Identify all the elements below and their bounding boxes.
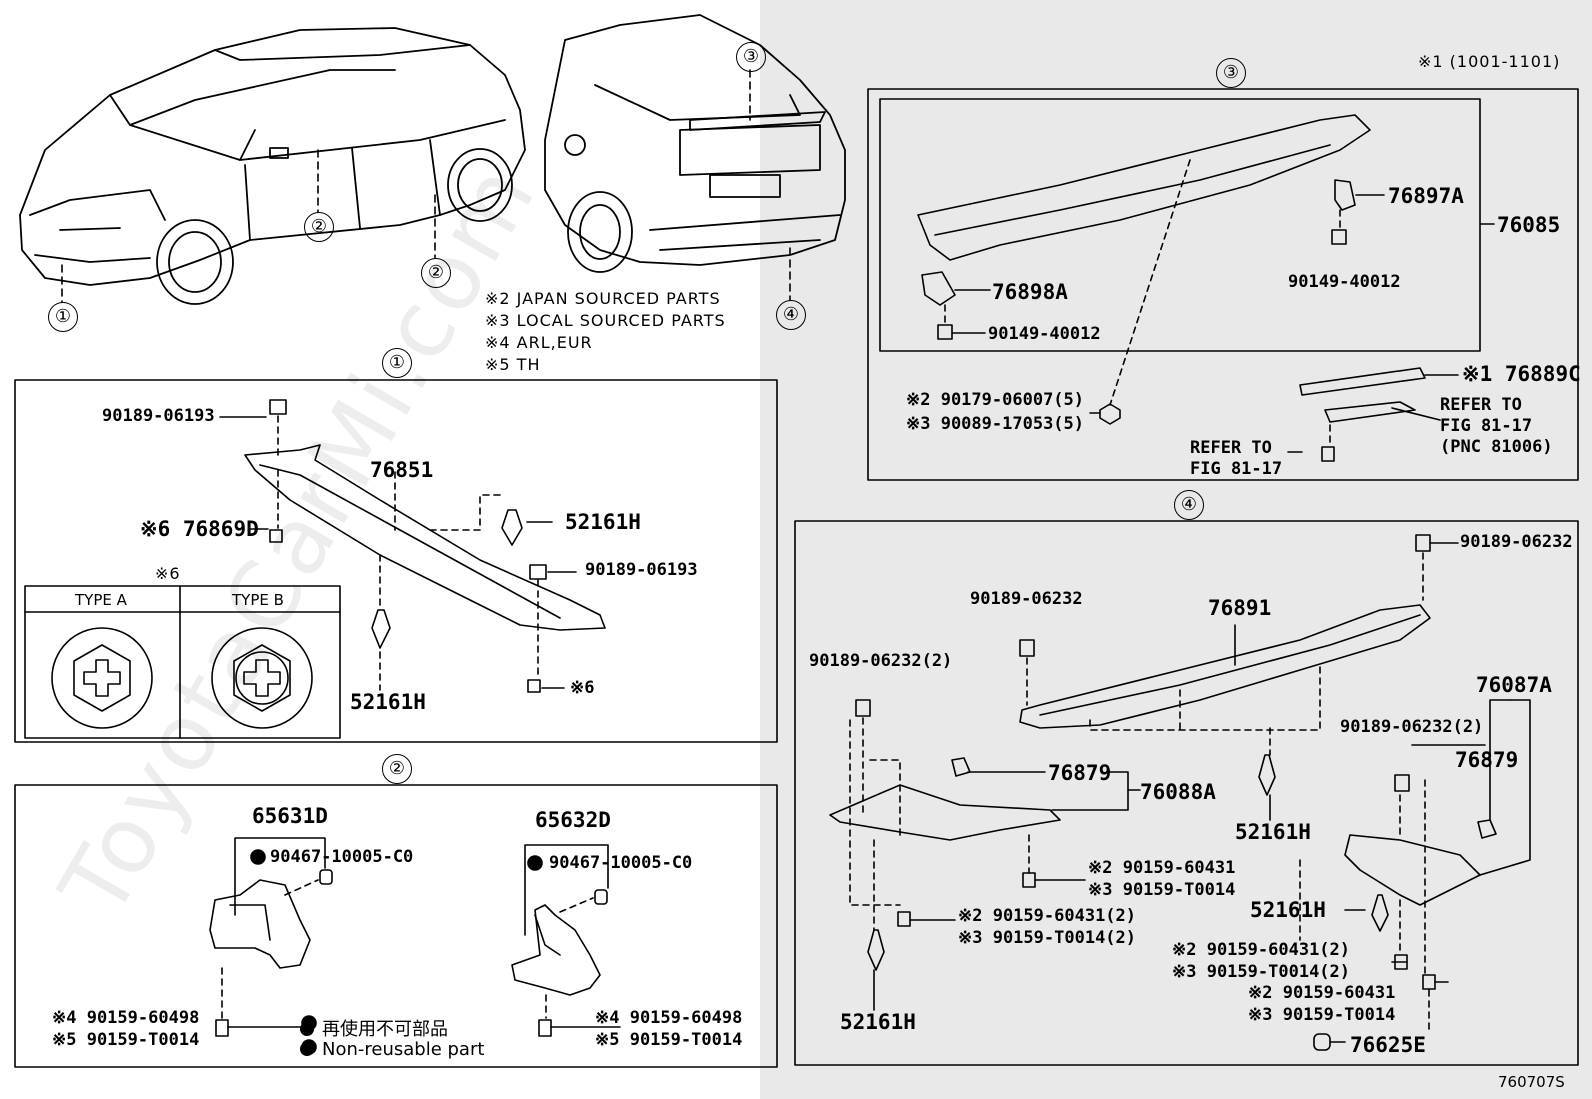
refer-left-line1: REFER TO xyxy=(1190,438,1272,458)
part-76625E: 76625E xyxy=(1350,1033,1426,1057)
part-76851: 76851 xyxy=(370,458,434,482)
part-65632D: 65632D xyxy=(535,808,611,832)
part-06232-top-right: 90189-06232 xyxy=(1460,532,1573,552)
part-52161H-center: 52161H xyxy=(1235,820,1311,844)
part-T0014-a: ※3 90159-T0014 xyxy=(1088,880,1236,900)
callout-1-front: ① xyxy=(48,302,78,332)
part-T0014-left: ※5 90159-T0014 xyxy=(52,1030,200,1050)
section-1-solid-leaders xyxy=(219,416,577,689)
part-06232-top: 90189-06232 xyxy=(970,589,1083,609)
part-76897A: 76897A xyxy=(1388,184,1464,208)
part-65631D: 65631D xyxy=(252,804,328,828)
part-T0014-c: ※3 90159-T0014(2) xyxy=(1172,962,1351,982)
section-4-title: ④ xyxy=(1174,490,1204,520)
section-4-solid-leaders xyxy=(873,542,1531,1043)
section-2-frame xyxy=(14,784,778,1068)
part-60431-c: ※2 90159-60431(2) xyxy=(1172,940,1351,960)
part-60498-right: ※4 90159-60498 xyxy=(595,1008,743,1028)
part-06232-2-left: 90189-06232(2) xyxy=(809,651,953,671)
callout-2-side: ② xyxy=(304,212,334,242)
part-90189-06193-mid: 90189-06193 xyxy=(585,560,698,580)
part-T0014-d: ※3 90159-T0014 xyxy=(1248,1005,1396,1025)
car-rear-overview-illustration xyxy=(544,14,846,273)
part-90467-left: 90467-10005-C0 xyxy=(270,847,414,867)
part-90149-right: 90149-40012 xyxy=(1288,272,1401,292)
callout-2-rear: ② xyxy=(421,258,451,288)
section-1-title: ① xyxy=(382,348,412,378)
section-1-leader-lines xyxy=(277,415,539,691)
range-note: ※1 (1001-1101) xyxy=(1418,52,1561,71)
section-3-inner-frame xyxy=(879,98,1481,352)
note-5: ※5 TH xyxy=(485,355,541,374)
refer-right-line1: REFER TO xyxy=(1440,395,1522,415)
note-3: ※3 LOCAL SOURCED PARTS xyxy=(485,311,726,330)
refer-right-line3: (PNC 81006) xyxy=(1440,437,1553,457)
part-90467-right: 90467-10005-C0 xyxy=(549,853,693,873)
car-front-overview-illustration xyxy=(19,27,526,305)
legend-non-reusable-en: Non-reusable part xyxy=(300,1039,484,1060)
part-06232-2-right: 90189-06232(2) xyxy=(1340,717,1484,737)
part-52161H-bottom: 52161H xyxy=(840,1010,916,1034)
callout-3-rear: ③ xyxy=(736,42,766,72)
part-60431-b: ※2 90159-60431(2) xyxy=(958,906,1137,926)
note-2: ※2 JAPAN SOURCED PARTS xyxy=(485,289,721,308)
type-table-note: ※6 xyxy=(155,564,181,583)
note-4: ※4 ARL,EUR xyxy=(485,333,593,352)
section-2-leader-lines xyxy=(221,879,594,1019)
part-76891: 76891 xyxy=(1208,596,1272,620)
type-a-header: TYPE A xyxy=(75,591,127,609)
legend-dot-icon xyxy=(300,1022,314,1036)
part-T0014-right: ※5 90159-T0014 xyxy=(595,1030,743,1050)
section-4-frame xyxy=(794,520,1579,1066)
legend-dot-icon xyxy=(300,1042,314,1056)
section-1-frame xyxy=(14,379,778,743)
type-table xyxy=(24,585,341,739)
section-2-mudguard-brackets-illustration xyxy=(209,869,608,1037)
part-76087A: 76087A xyxy=(1476,673,1552,697)
part-52161H-right: 52161H xyxy=(1250,898,1326,922)
note-6-fastener: ※6 xyxy=(570,678,595,698)
legend-non-reusable-jp: 再使用不可部品 xyxy=(300,1015,448,1041)
part-52161H-right: 52161H xyxy=(565,510,641,534)
part-52161H-bottom: 52161H xyxy=(350,690,426,714)
section-4-leader-lines xyxy=(849,552,1430,1031)
section-1-front-spoiler-illustration xyxy=(244,399,606,693)
part-90089: ※3 90089-17053(5) xyxy=(906,414,1085,434)
part-76879-left: 76879 xyxy=(1048,761,1112,785)
part-90189-06193-top: 90189-06193 xyxy=(102,406,215,426)
part-76085: 76085 xyxy=(1497,213,1561,237)
part-60431-d: ※2 90159-60431 xyxy=(1248,983,1396,1003)
part-76869D: ※6 76869D xyxy=(140,517,259,541)
part-T0014-b: ※3 90159-T0014(2) xyxy=(958,928,1137,948)
section-2-title: ② xyxy=(382,754,412,784)
part-60498-left: ※4 90159-60498 xyxy=(52,1008,200,1028)
part-76889C: ※1 76889C xyxy=(1462,362,1581,386)
part-60431-a: ※2 90159-60431 xyxy=(1088,858,1236,878)
part-76898A: 76898A xyxy=(992,280,1068,304)
section-3-leader-lines xyxy=(944,159,1341,448)
part-90149-left: 90149-40012 xyxy=(988,324,1101,344)
type-b-header: TYPE B xyxy=(232,591,284,609)
refer-left-line2: FIG 81-17 xyxy=(1190,459,1283,479)
part-90179: ※2 90179-06007(5) xyxy=(906,390,1085,410)
part-76879-right: 76879 xyxy=(1455,748,1519,772)
callout-4-rear: ④ xyxy=(776,300,806,330)
section-3-rear-spoiler-illustration xyxy=(917,114,1426,462)
section-3-solid-leaders xyxy=(951,194,1495,453)
document-code: 760707S xyxy=(1498,1073,1565,1091)
refer-right-line2: FIG 81-17 xyxy=(1440,416,1533,436)
overview-leader-lines xyxy=(61,69,791,303)
section-3-frame xyxy=(867,88,1579,481)
part-76088A: 76088A xyxy=(1140,780,1216,804)
section-3-title: ③ xyxy=(1216,58,1246,88)
